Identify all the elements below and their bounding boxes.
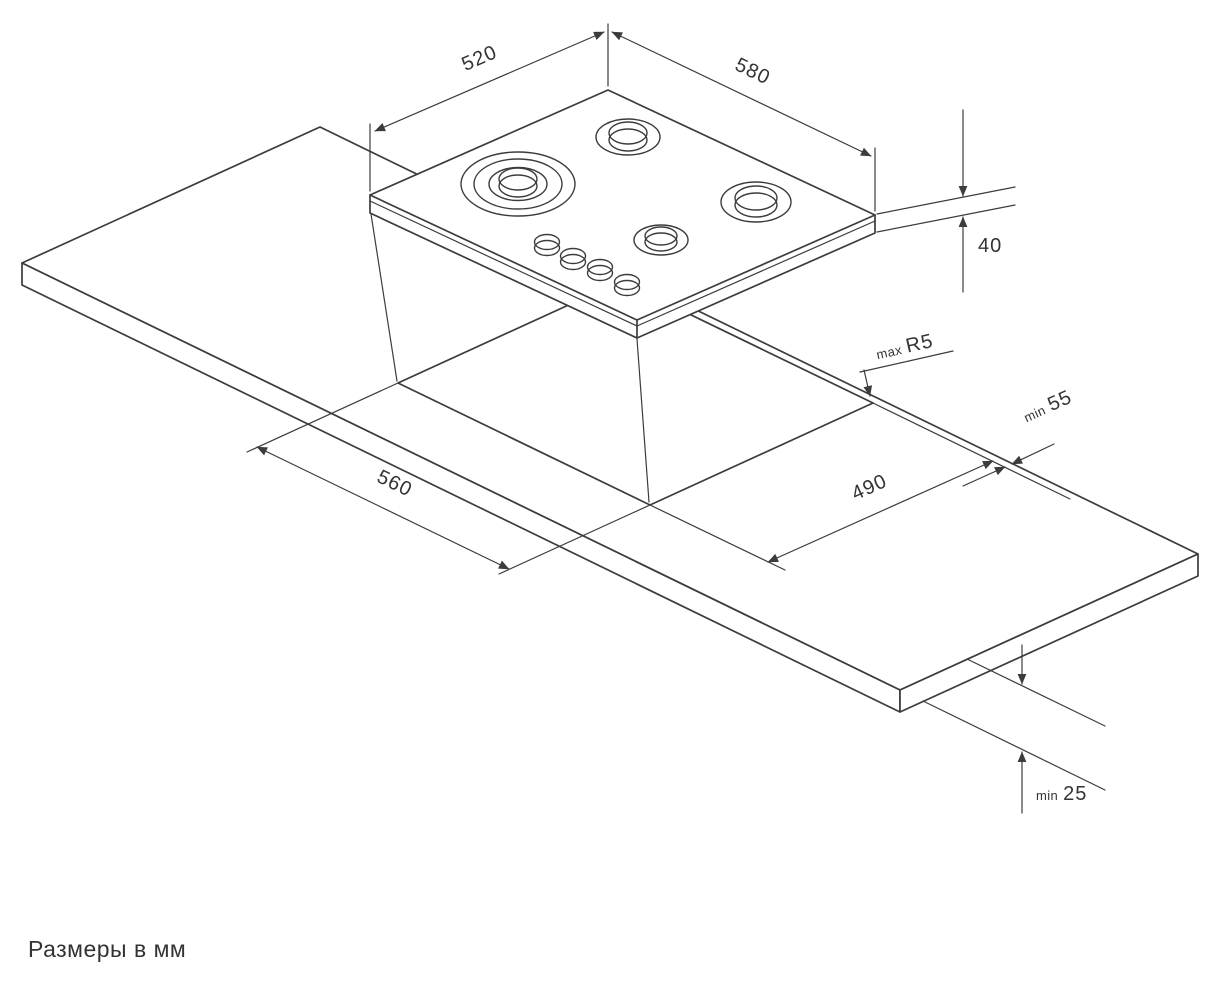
dimension-edge-clearance: min 25 — [922, 644, 1106, 814]
control-knobs — [533, 233, 641, 297]
dimension-corner-radius: maxR5 — [859, 330, 954, 397]
cooktop-glass-edge — [369, 200, 876, 327]
burner-right — [720, 181, 792, 223]
units-caption: Размеры в мм — [28, 936, 187, 962]
dimension-cooktop-height: 40 — [876, 109, 1016, 293]
edge-clearance-label: min 25 — [1036, 783, 1087, 805]
cooktop-height-label: 40 — [978, 235, 1002, 257]
countertop-front-right-face — [899, 553, 1199, 713]
rear-clearance-value: 55 — [1044, 386, 1075, 416]
projection-lines — [370, 213, 650, 503]
burner-wok — [460, 151, 576, 217]
edge-clearance-prefix: min — [1036, 788, 1058, 803]
cooktop-depth-label: 580 — [731, 54, 773, 90]
rear-clearance-prefix: min — [1022, 402, 1048, 425]
edge-clearance-value: 25 — [1063, 783, 1087, 805]
cooktop-width-label: 520 — [459, 41, 501, 76]
corner-radius-label: maxR5 — [874, 330, 936, 364]
corner-radius-prefix: max — [875, 342, 904, 362]
cooktop-body-mask — [370, 90, 875, 338]
rear-clearance-label: min55 — [1020, 386, 1076, 427]
burner-front — [633, 224, 689, 256]
corner-radius-value: R5 — [904, 330, 936, 358]
